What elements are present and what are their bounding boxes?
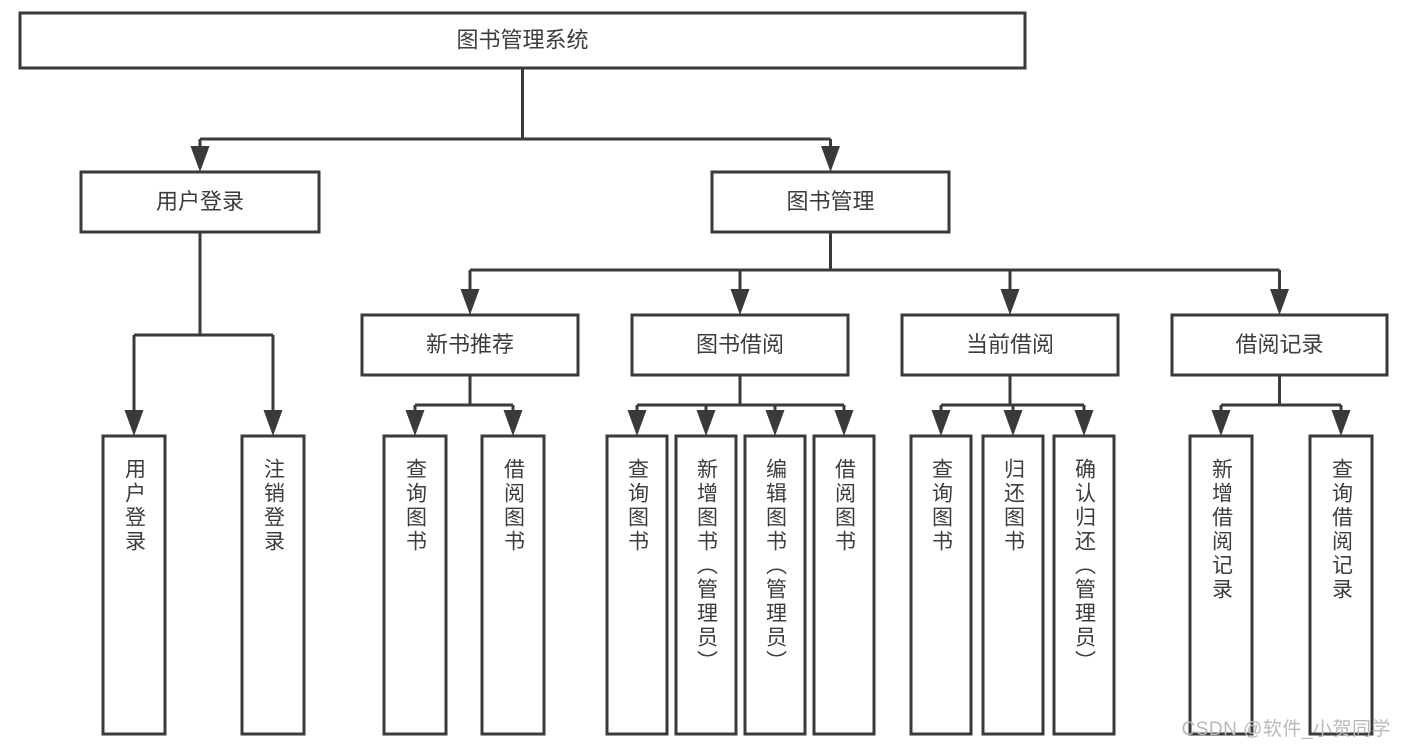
node-layer: 图书管理系统用户登录图书管理新书推荐图书借阅当前借阅借阅记录用户登录注销登录查询… (18, 11, 1389, 736)
node-rect (1308, 434, 1374, 736)
arrow-head-icon (1000, 289, 1020, 315)
arrow-head-icon (821, 146, 840, 172)
node-rect (480, 434, 546, 736)
node-label: 查询图书 (404, 458, 428, 554)
leaf-leaf-query-book-rec[interactable]: 查询图书 (382, 434, 448, 736)
connector-layer (124, 68, 1351, 436)
node-rect (909, 434, 973, 736)
arrow-head-icon (503, 410, 523, 436)
node-label: 用户登录 (123, 458, 147, 554)
leaf-leaf-add-book[interactable]: 新增图书（管理员） (674, 434, 738, 736)
arrow-head-icon (405, 410, 425, 436)
leaf-leaf-query-book-cur[interactable]: 查询图书 (909, 434, 973, 736)
node-label: 新增借阅记录 (1210, 458, 1234, 602)
node-root[interactable]: 图书管理系统 (18, 11, 1027, 70)
node-rect (360, 313, 580, 377)
arrow-head-icon (931, 410, 951, 436)
node-rect (1188, 434, 1254, 736)
node-label: 借阅图书 (502, 458, 526, 554)
leaf-leaf-return-book[interactable]: 归还图书 (981, 434, 1045, 736)
leaf-leaf-query-book-borrow[interactable]: 查询图书 (605, 434, 669, 736)
node-book-borrow[interactable]: 图书借阅 (630, 313, 850, 377)
node-rect (382, 434, 448, 736)
node-rect (79, 170, 321, 234)
node-rect (18, 11, 1027, 70)
node-borrow-record[interactable]: 借阅记录 (1170, 313, 1389, 377)
node-label: 查询借阅记录 (1330, 458, 1354, 602)
leaf-leaf-confirm-return[interactable]: 确认归还（管理员） (1052, 434, 1116, 736)
node-label: 确认归还（管理员） (1073, 458, 1097, 674)
leaf-leaf-user-logout[interactable]: 注销登录 (240, 434, 306, 736)
arrow-head-icon (1003, 410, 1023, 436)
node-rect (812, 434, 876, 736)
node-label: 查询图书 (930, 458, 954, 554)
node-rect (1052, 434, 1116, 736)
node-label: 图书管理 (786, 189, 874, 214)
node-rect (240, 434, 306, 736)
node-label: 借阅记录 (1235, 332, 1323, 357)
arrow-head-icon (730, 289, 750, 315)
leaf-leaf-edit-book[interactable]: 编辑图书（管理员） (743, 434, 807, 736)
arrow-head-icon (1270, 289, 1289, 315)
arrow-head-icon (1331, 410, 1351, 436)
arrow-head-icon (460, 289, 480, 315)
arrow-head-icon (124, 410, 144, 436)
arrow-head-icon (1211, 410, 1231, 436)
node-label: 用户登录 (156, 189, 244, 214)
node-label: 编辑图书（管理员） (764, 458, 788, 674)
leaf-leaf-borrow-book-rec[interactable]: 借阅图书 (480, 434, 546, 736)
node-new-book-recommend[interactable]: 新书推荐 (360, 313, 580, 377)
leaf-leaf-add-record[interactable]: 新增借阅记录 (1188, 434, 1254, 736)
arrow-head-icon (765, 410, 785, 436)
arrow-head-icon (263, 410, 283, 436)
node-label: 归还图书 (1002, 458, 1026, 554)
node-label: 图书管理系统 (456, 27, 588, 52)
node-label: 当前借阅 (966, 332, 1054, 357)
node-rect (981, 434, 1045, 736)
node-current-borrow[interactable]: 当前借阅 (900, 313, 1120, 377)
node-user-login[interactable]: 用户登录 (79, 170, 321, 234)
node-book-manage[interactable]: 图书管理 (710, 170, 951, 234)
node-rect (710, 170, 951, 234)
node-label: 图书借阅 (696, 332, 784, 357)
leaf-leaf-user-login[interactable]: 用户登录 (101, 434, 167, 736)
arrow-head-icon (190, 146, 210, 172)
node-label: 注销登录 (262, 458, 286, 554)
node-label: 借阅图书 (833, 458, 857, 554)
node-label: 新增图书（管理员） (695, 458, 719, 674)
node-rect (900, 313, 1120, 377)
arrow-head-icon (696, 410, 716, 436)
arrow-head-icon (834, 410, 854, 436)
node-rect (630, 313, 850, 377)
node-rect (101, 434, 167, 736)
leaf-leaf-query-record[interactable]: 查询借阅记录 (1308, 434, 1374, 736)
node-rect (743, 434, 807, 736)
arrow-head-icon (1074, 410, 1094, 436)
leaf-leaf-borrow-book[interactable]: 借阅图书 (812, 434, 876, 736)
arrow-head-icon (627, 410, 647, 436)
node-rect (605, 434, 669, 736)
node-label: 查询图书 (626, 458, 650, 554)
node-rect (1170, 313, 1389, 377)
node-label: 新书推荐 (426, 332, 514, 357)
node-rect (674, 434, 738, 736)
